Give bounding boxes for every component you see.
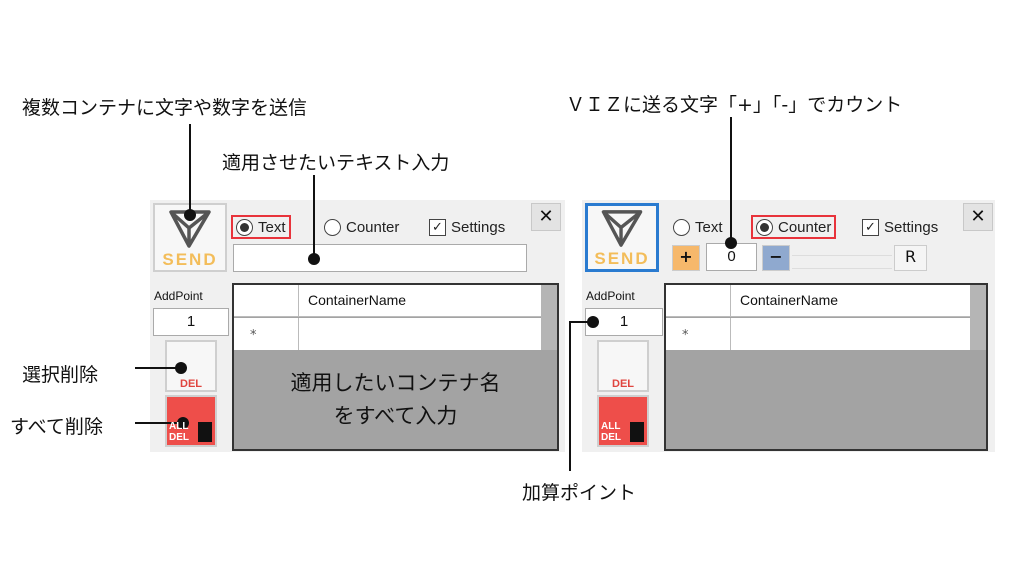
- scrollbar[interactable]: [541, 285, 557, 350]
- delete-all-button[interactable]: ALL DEL: [165, 395, 217, 447]
- delete-selected-button[interactable]: DEL: [165, 340, 217, 392]
- leader-dot: [175, 362, 187, 374]
- radio-counter[interactable]: Counter: [321, 215, 402, 239]
- check-icon: ✓: [862, 218, 879, 236]
- grid-header: ContainerName: [666, 285, 970, 317]
- trash-icon: [630, 422, 644, 442]
- counter-track: [792, 255, 892, 269]
- annotation-select-delete: 選択削除: [22, 364, 99, 386]
- annotation-delete-all: すべて削除: [10, 416, 103, 438]
- leader-dot: [308, 253, 320, 265]
- column-header: ContainerName: [308, 292, 407, 308]
- minus-button[interactable]: −: [762, 245, 790, 271]
- leader-line: [569, 321, 591, 323]
- radio-text[interactable]: Text: [231, 215, 291, 239]
- addpoint-input[interactable]: 1: [153, 308, 229, 336]
- text-input[interactable]: [233, 244, 527, 272]
- send-icon: [601, 210, 643, 247]
- column-header: ContainerName: [740, 292, 839, 308]
- radio-counter[interactable]: Counter: [751, 215, 837, 239]
- radio-icon: [673, 218, 690, 236]
- leader-line: [730, 117, 732, 242]
- plus-button[interactable]: +: [672, 245, 700, 271]
- leader-line: [135, 422, 183, 424]
- annotation-text-input: 適用させたいテキスト入力: [222, 152, 450, 174]
- leader-line: [189, 124, 191, 214]
- annotation-viz-count: ＶＩＺに送る文字「+」「-」でカウント: [566, 94, 903, 116]
- leader-dot: [177, 417, 189, 429]
- addpoint-input[interactable]: 1: [585, 308, 663, 336]
- addpoint-label: AddPoint: [586, 289, 635, 303]
- radio-text[interactable]: Text: [670, 215, 726, 239]
- reset-button[interactable]: R: [894, 245, 927, 271]
- container-grid[interactable]: ContainerName * 適用したいコンテナ名 をすべて入力: [232, 283, 559, 451]
- counter-mode-panel: SEND ✕ Text Counter ✓Settings + 0 − R Ad…: [582, 200, 995, 452]
- delete-selected-button[interactable]: DEL: [597, 340, 649, 392]
- close-button[interactable]: ✕: [531, 203, 561, 231]
- trash-icon: [198, 422, 212, 442]
- leader-line: [135, 367, 181, 369]
- addpoint-label: AddPoint: [154, 289, 203, 303]
- radio-icon: [756, 218, 773, 236]
- grid-header: ContainerName: [234, 285, 541, 317]
- leader-dot: [184, 209, 196, 221]
- leader-line: [569, 321, 571, 471]
- check-icon: ✓: [429, 218, 446, 236]
- close-button[interactable]: ✕: [963, 203, 993, 231]
- delete-all-button[interactable]: ALL DEL: [597, 395, 649, 447]
- text-mode-panel: SEND ✕ Text Counter ✓Settings AddPoint 1…: [150, 200, 565, 452]
- settings-checkbox[interactable]: ✓Settings: [859, 215, 941, 239]
- radio-icon: [236, 218, 253, 236]
- leader-dot: [587, 316, 599, 328]
- table-row[interactable]: *: [666, 318, 970, 350]
- annotation-send-multi: 複数コンテナに文字や数字を送信: [22, 97, 308, 119]
- settings-checkbox[interactable]: ✓Settings: [426, 215, 508, 239]
- container-grid[interactable]: ContainerName *: [664, 283, 988, 451]
- scrollbar[interactable]: [970, 285, 986, 350]
- radio-icon: [324, 218, 341, 236]
- grid-annotation: 適用したいコンテナ名 をすべて入力: [290, 371, 501, 428]
- annotation-add-point: 加算ポイント: [522, 482, 637, 504]
- leader-dot: [725, 237, 737, 249]
- table-row[interactable]: *: [234, 318, 541, 350]
- send-button[interactable]: SEND: [585, 203, 659, 272]
- leader-line: [313, 175, 315, 259]
